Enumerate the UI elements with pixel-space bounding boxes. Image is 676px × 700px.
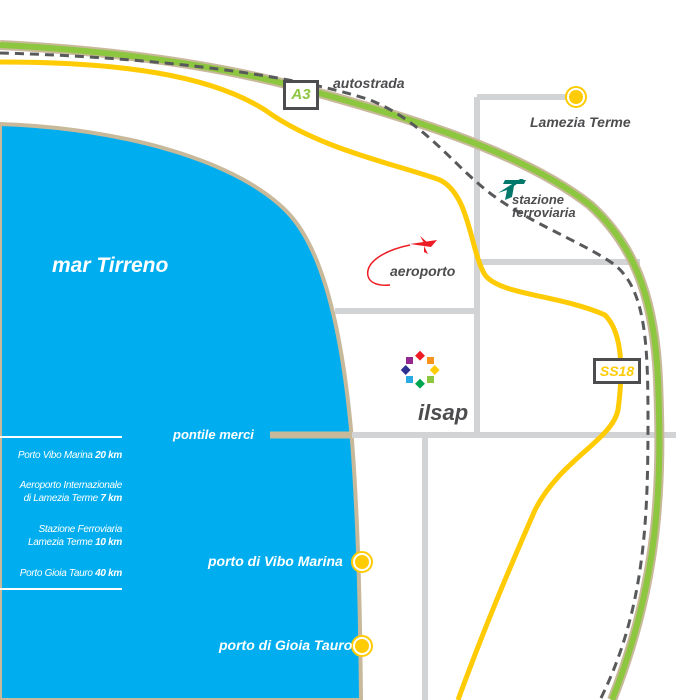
train-logo-icon [498,179,526,200]
distance-vibo: Porto Vibo Marina 20 km [0,449,122,462]
sea-label: mar Tirreno [52,254,169,277]
ilsap-logo-icon [400,350,440,389]
aeroporto-label: aeroporto [390,263,456,279]
location-marker-vibo [351,551,373,573]
distance-gioia: Porto Gioia Tauro 40 km [0,567,123,580]
distance-km: 7 km [100,493,122,504]
ss18-shield: SS18 [593,358,641,384]
distance-km: 10 km [95,537,122,548]
ilsap-label: ilsap [418,400,469,425]
distance-text: Porto Vibo Marina [17,450,93,461]
stazione-line1: stazione [512,192,565,207]
pontile-merci-label: pontile merci [173,427,254,442]
divider-top [0,436,122,438]
distance-text: Porto Gioia Tauro [19,568,93,579]
location-marker-lamezia [565,86,587,108]
sea-area [0,121,364,700]
distance-text: Lamezia Terme [28,537,93,548]
divider-bottom [0,588,122,590]
stazione-line2: ferroviaria [512,205,576,220]
autostrada-label: autostrada [333,75,405,91]
a3-shield: A3 [283,80,319,110]
airplane-icon [367,236,437,286]
porto-vibo-label: porto di Vibo Marina [208,553,343,569]
ss18-road [0,59,624,700]
porto-gioia-label: porto di Gioia Tauro [219,637,353,653]
distance-aeroporto: Aeroporto Internazionale di Lamezia Terme… [0,479,123,505]
local-roads [335,94,676,700]
distance-text: Stazione Ferroviaria [38,524,123,535]
distance-text: Aeroporto Internazionale [19,480,123,491]
distance-km: 20 km [95,450,122,461]
distance-text: di Lamezia Terme [23,493,99,504]
location-marker-gioia [351,635,373,657]
lamezia-terme-label: Lamezia Terme [530,114,631,130]
railway-line [0,51,650,700]
distance-km: 40 km [95,568,122,579]
